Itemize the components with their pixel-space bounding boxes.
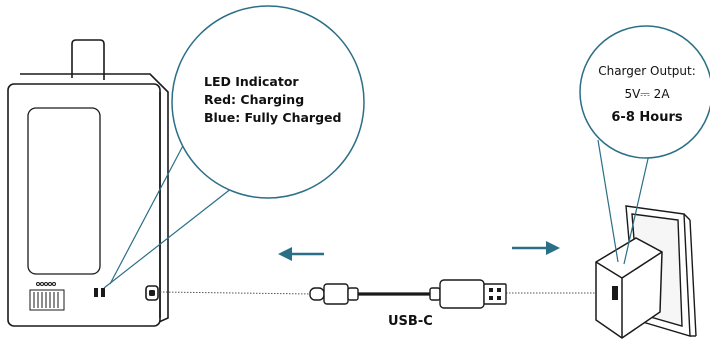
charger-callout-spec: 5V⎓ 2A	[624, 87, 670, 101]
battery-pack	[7, 39, 169, 327]
vent-grille	[29, 282, 65, 311]
charger-usb-port	[612, 286, 618, 300]
led-callout-red: Red: Charging	[204, 92, 304, 107]
charger-callout: Charger Output: 5V⎓ 2A 6-8 Hours	[579, 25, 710, 265]
usbc-cable	[309, 279, 507, 309]
led-callout-blue: Blue: Fully Charged	[204, 110, 341, 125]
led-lights	[94, 288, 105, 297]
wall-charger	[595, 237, 663, 339]
arrow-right	[512, 241, 560, 255]
led-callout: LED Indicator Red: Charging Blue: Fully …	[103, 5, 365, 289]
charger-callout-duration: 6-8 Hours	[611, 110, 682, 125]
arrow-left	[278, 247, 324, 261]
charger-callout-title: Charger Output:	[598, 64, 696, 78]
cable-label: USB-C	[388, 314, 433, 329]
led-callout-title: LED Indicator	[204, 74, 299, 89]
